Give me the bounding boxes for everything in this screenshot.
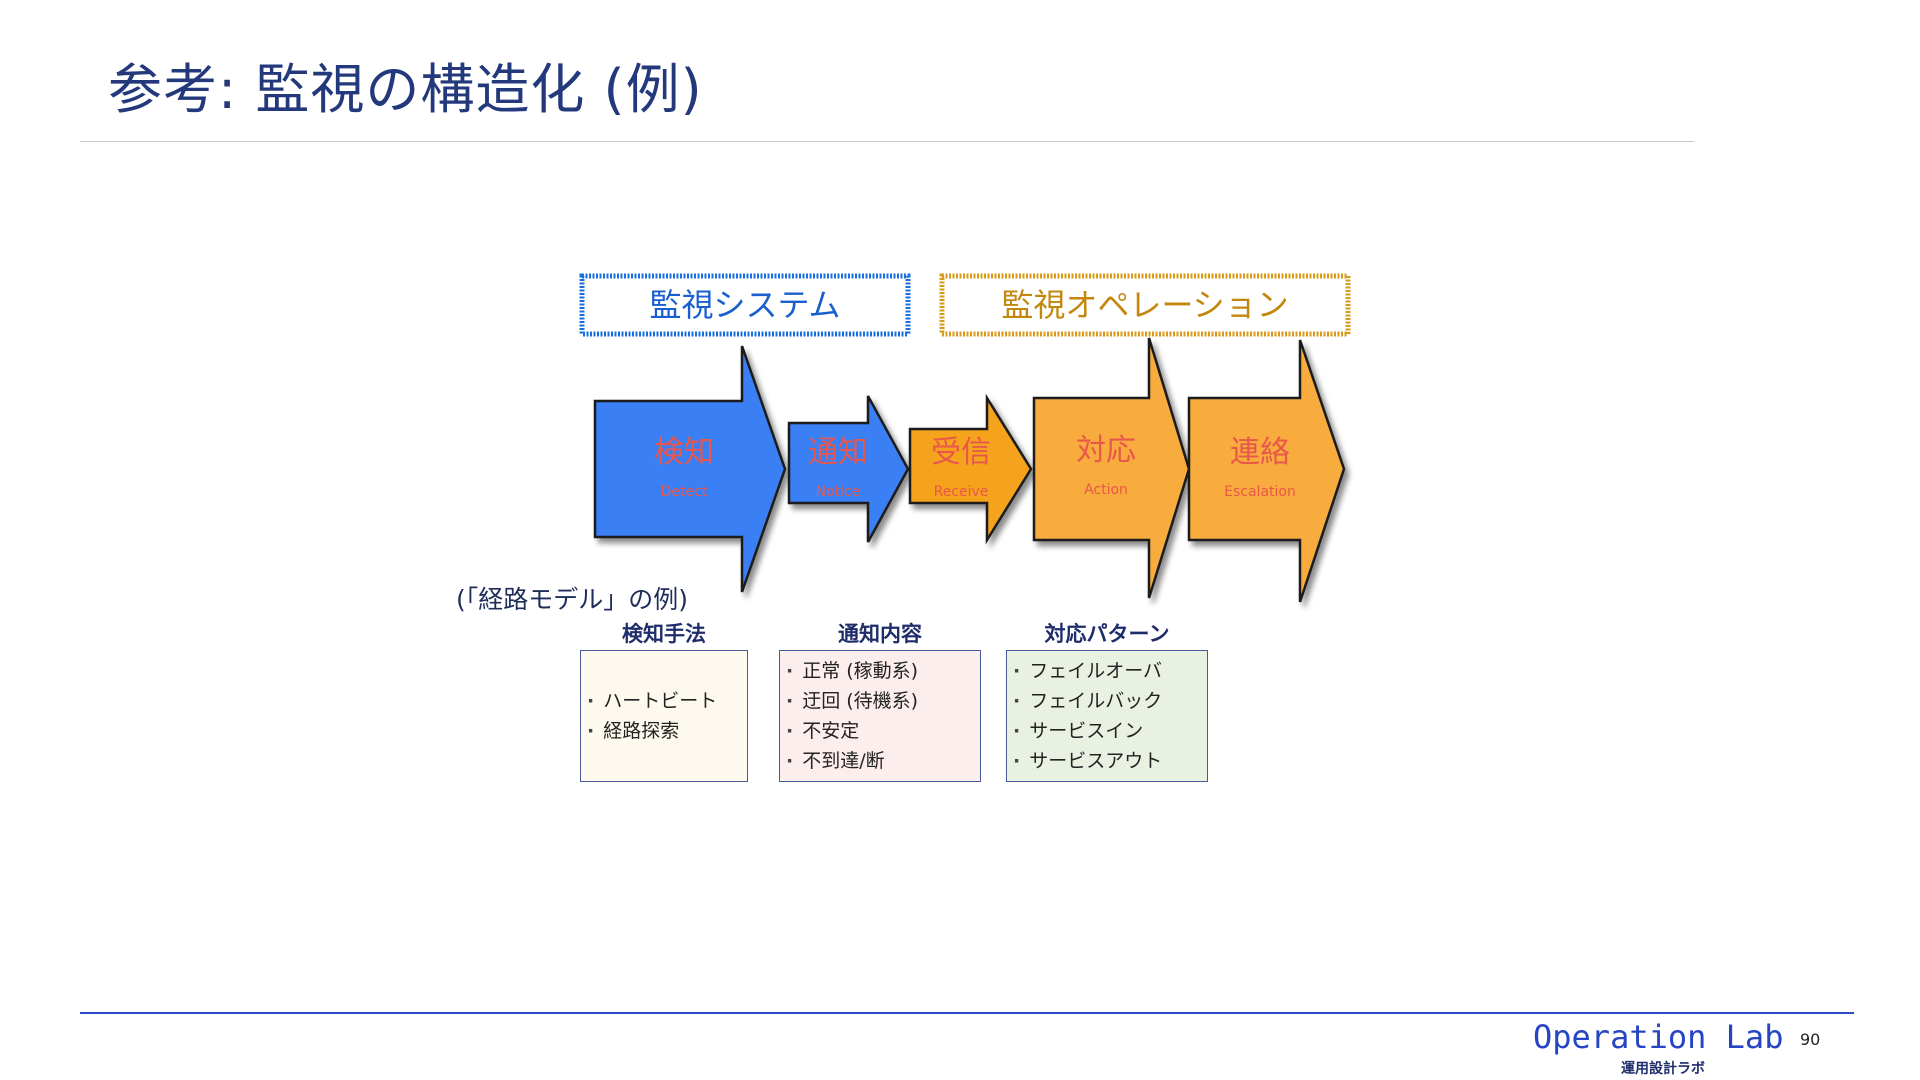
response-patterns-box: フェイルオーバ フェイルバック サービスイン サービスアウト: [1006, 650, 1208, 782]
list-item: ハートビート: [587, 686, 739, 716]
stage-arrow-notice: 通知 Notice: [787, 395, 910, 543]
stage-sub-receive: Receive: [934, 484, 989, 500]
group-frame-system: [579, 273, 911, 337]
group-monitoring-operation: 監視オペレーション: [939, 273, 1351, 337]
column-heading-notification: 通知内容: [838, 622, 922, 646]
list-item: 経路探索: [587, 716, 739, 746]
stage-sub-escalation: Escalation: [1224, 484, 1296, 500]
group-monitoring-system: 監視システム: [579, 273, 911, 337]
stage-arrow-receive: 受信 Receive: [908, 393, 1033, 545]
list-item: 正常 (稼動系): [786, 656, 972, 686]
column-heading-response: 対応パターン: [1044, 622, 1170, 646]
column-heading-detection: 検知手法: [622, 622, 706, 646]
stage-sub-action: Action: [1084, 482, 1128, 498]
list-item: サービスイン: [1013, 716, 1199, 746]
notification-content-box: 正常 (稼動系) 迂回 (待機系) 不安定 不到達/断: [779, 650, 981, 782]
footer-divider: [80, 1012, 1854, 1014]
stage-sub-detect: Detect: [661, 484, 708, 500]
brand-subtitle: 運用設計ラボ: [1621, 1061, 1705, 1077]
stage-label-escalation: 連絡: [1230, 435, 1290, 470]
stage-arrow-action: 対応 Action: [1032, 337, 1191, 599]
title-divider: [80, 141, 1694, 142]
brand-logo-text: Operation Lab: [1533, 1018, 1784, 1056]
list-item: フェイルバック: [1013, 686, 1199, 716]
list-item: 迂回 (待機系): [786, 686, 972, 716]
group-label-system: 監視システム: [649, 286, 840, 324]
stage-label-notice: 通知: [808, 435, 868, 470]
stage-label-action: 対応: [1076, 433, 1136, 468]
diagram-caption: (「経路モデル」の例): [456, 585, 689, 614]
stage-label-receive: 受信: [931, 435, 991, 470]
group-frame-operation: [939, 273, 1351, 337]
page-number: 90: [1800, 1030, 1821, 1049]
stage-arrow-escalation: 連絡 Escalation: [1187, 339, 1346, 603]
list-item: サービスアウト: [1013, 746, 1199, 776]
list-item: フェイルオーバ: [1013, 656, 1199, 686]
stage-arrow-detect: 検知 Detect: [593, 345, 787, 593]
stage-sub-notice: Notice: [816, 484, 861, 500]
detection-methods-box: ハートビート 経路探索: [580, 650, 748, 782]
list-item: 不安定: [786, 716, 972, 746]
stage-label-detect: 検知: [654, 435, 714, 470]
slide-title: 参考: 監視の構造化 (例): [108, 58, 703, 121]
list-item: 不到達/断: [786, 746, 972, 776]
group-label-operation: 監視オペレーション: [1001, 286, 1288, 324]
